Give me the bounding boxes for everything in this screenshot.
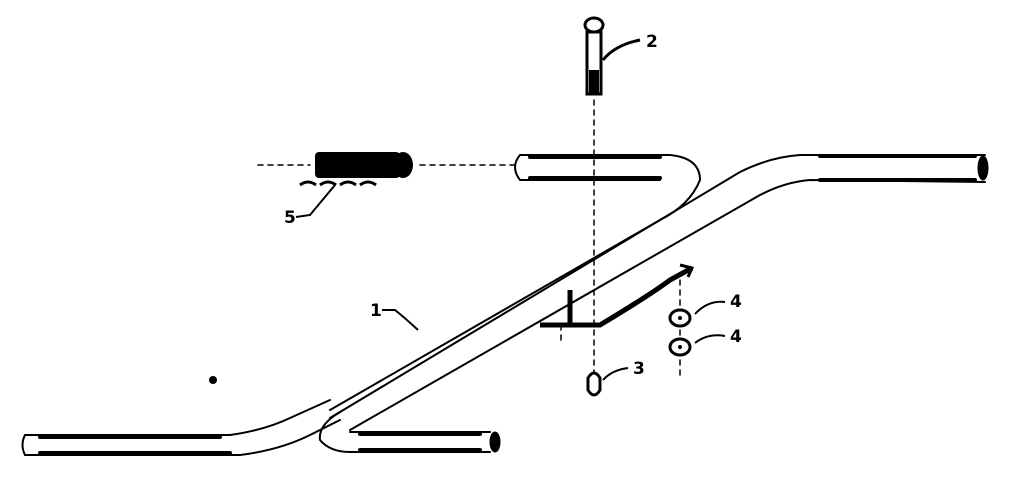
bolt-icon bbox=[583, 16, 641, 96]
callout-1: 1 bbox=[370, 301, 382, 321]
assembly-guide-lines bbox=[257, 99, 681, 396]
callout-5: 5 bbox=[284, 208, 296, 228]
washer-icon bbox=[668, 334, 726, 357]
callout-4b: 4 bbox=[730, 327, 742, 347]
end-cap-icon bbox=[586, 367, 629, 397]
washer-icon bbox=[668, 300, 726, 328]
handle-tube bbox=[21, 154, 986, 456]
callout-2: 2 bbox=[646, 32, 658, 52]
callout-4a: 4 bbox=[730, 292, 742, 312]
handle-grip-icon bbox=[295, 152, 413, 218]
mounting-bracket-icon bbox=[540, 263, 695, 328]
callout-3: 3 bbox=[633, 359, 645, 379]
part-1-leader bbox=[382, 309, 419, 331]
ink-speck bbox=[209, 376, 217, 384]
